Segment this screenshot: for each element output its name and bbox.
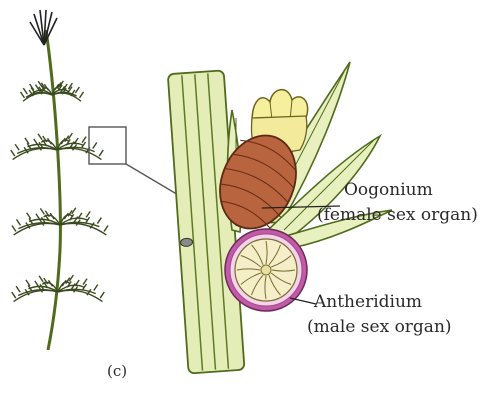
whorl-bract (17, 219, 21, 225)
whorl-bract (12, 225, 16, 231)
whorl-bract (93, 143, 97, 149)
whorl-bract (16, 286, 20, 292)
whorl-branchlet (58, 290, 102, 301)
chara-plant-sketch (11, 10, 108, 350)
magnify-pointer (126, 164, 180, 196)
whorl-bract (75, 87, 79, 93)
whorl-bract (39, 276, 43, 282)
whorl-bract (11, 150, 15, 156)
whorl-bract (97, 218, 101, 224)
whorl-bract (83, 279, 87, 285)
whorl-bract (12, 292, 16, 298)
oogonium-subtitle: (female sex organ) (317, 205, 478, 225)
whorl-bract (20, 92, 24, 98)
whorl-branchlet (57, 148, 101, 159)
whorl-bract (80, 92, 84, 98)
stem-node-dot (180, 238, 193, 247)
plant-apex-tuft (30, 10, 57, 45)
whorl-branchlet (52, 93, 81, 101)
whorl-bract (26, 280, 30, 286)
whorl-bract (25, 138, 29, 144)
whorl-branchlet (60, 223, 106, 235)
whorl-bract (99, 150, 103, 156)
whorl-bract (15, 144, 19, 150)
panel-label: (c) (107, 362, 127, 380)
antheridium-subtitle: (male sex organ) (307, 317, 452, 337)
whorl-bract (86, 211, 90, 217)
whorl-bract (27, 213, 31, 219)
oogonium-title: Oogonium (344, 180, 433, 200)
whorl-bract (104, 225, 108, 231)
plant-main-axis (46, 30, 60, 350)
whorl-bract (40, 208, 44, 214)
whorl-bract (82, 137, 86, 143)
whorl-bract (23, 88, 27, 94)
antheridium-title: Antheridium (314, 292, 422, 312)
whorl-bract (94, 285, 98, 291)
whorl-bract (100, 292, 104, 298)
whorl-bract (38, 134, 42, 140)
